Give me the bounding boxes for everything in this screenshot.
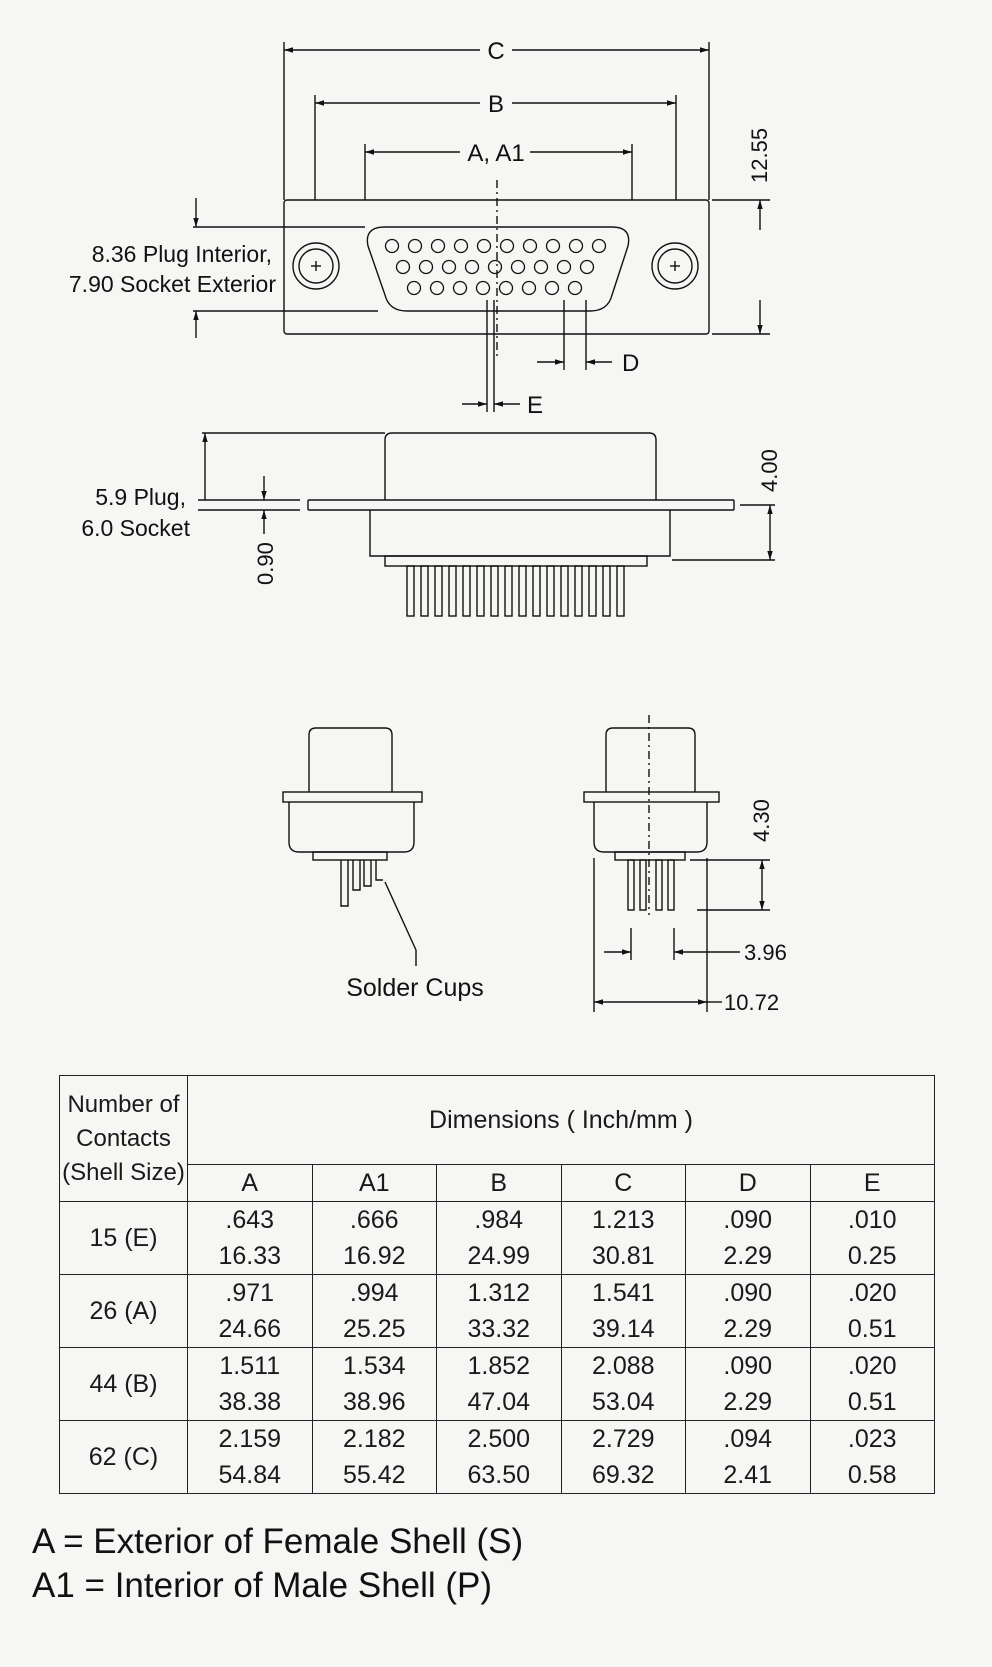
pin-row	[406, 565, 625, 617]
d-shell	[366, 226, 630, 312]
column-header-c: C	[560, 1164, 686, 1202]
label-d: D	[622, 350, 639, 377]
mounting-hole-right	[651, 242, 699, 290]
note-a: A = Exterior of Female Shell (S)	[32, 1522, 524, 1561]
row-header-cell: Number of Contacts (Shell Size)	[59, 1075, 188, 1202]
shell-size-cell: 62 (C)	[59, 1420, 188, 1494]
solder-cup-pin-3	[363, 860, 372, 887]
label-0-90: 0.90	[253, 542, 278, 585]
label-e: E	[527, 392, 543, 419]
label-a-a1: A, A1	[467, 140, 524, 167]
column-header-a1: A1	[311, 1164, 437, 1202]
front-view	[193, 42, 770, 412]
dimensions-table: Number of Contacts (Shell Size) Dimensio…	[59, 1075, 935, 1494]
label-4-00: 4.00	[757, 449, 782, 492]
shell-size-cell: 15 (E)	[59, 1201, 188, 1275]
label-socket-exterior: 7.90 Socket Exterior	[69, 271, 276, 297]
label-10-72: 10.72	[724, 990, 779, 1015]
label-plug-interior: 8.36 Plug Interior,	[92, 241, 272, 267]
solder-cup-view	[282, 727, 423, 966]
note-a1: A1 = Interior of Male Shell (P)	[32, 1566, 493, 1605]
column-header-a: A	[187, 1164, 313, 1202]
solder-cup-pin-1	[340, 860, 349, 907]
pcb-view	[583, 715, 770, 1012]
pin-block	[384, 555, 648, 567]
label-c: C	[487, 38, 504, 65]
solder-cup-pin-2	[352, 860, 361, 891]
column-header-b: B	[436, 1164, 562, 1202]
flange	[307, 499, 735, 511]
label-plug-depth: 5.9 Plug,	[95, 484, 186, 510]
mounting-hole-left	[292, 242, 340, 290]
side-view	[198, 432, 775, 617]
column-header-d: D	[685, 1164, 811, 1202]
row-header-line: Contacts	[76, 1124, 171, 1152]
label-solder-cups: Solder Cups	[346, 974, 484, 1002]
label-3-96: 3.96	[744, 940, 787, 965]
mating-shell	[384, 432, 657, 500]
solder-cups-leader	[384, 881, 417, 951]
row-header-line: Number of	[67, 1090, 180, 1118]
column-header-e: E	[809, 1164, 935, 1202]
label-4-30: 4.30	[749, 799, 774, 842]
shell-size-cell: 44 (B)	[59, 1347, 188, 1421]
label-12-55: 12.55	[747, 128, 772, 183]
shell-size-cell: 26 (A)	[59, 1274, 188, 1348]
label-b: B	[488, 91, 504, 118]
row-header-line: (Shell Size)	[62, 1158, 185, 1186]
dimensions-group-header: Dimensions ( Inch/mm )	[187, 1075, 935, 1165]
contact-array	[384, 238, 607, 296]
insulator-body	[369, 510, 671, 557]
label-socket-depth: 6.0 Socket	[81, 515, 190, 541]
